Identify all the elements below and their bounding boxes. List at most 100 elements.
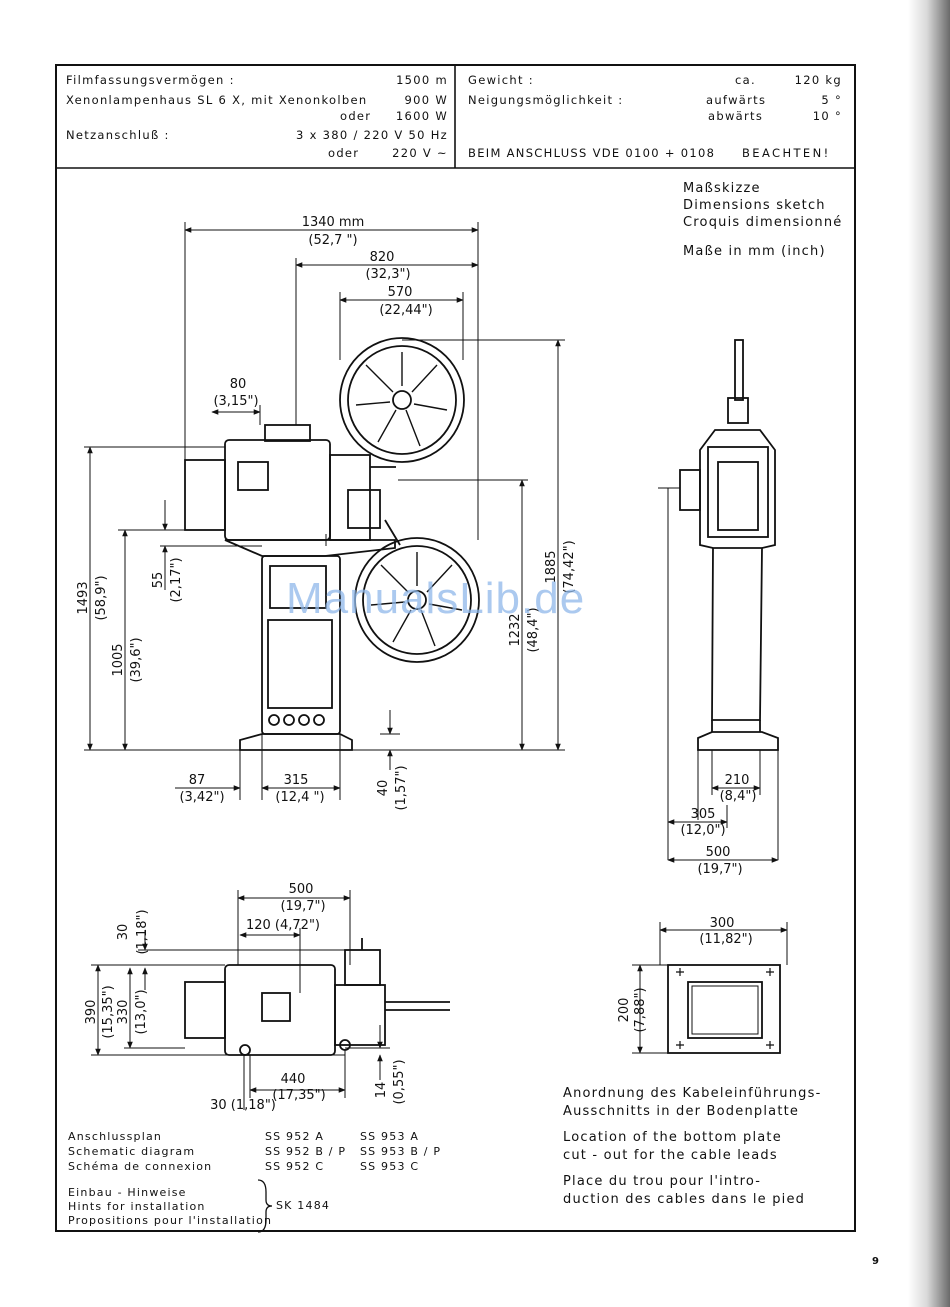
dim-500-side-inch: (19,7") xyxy=(697,862,742,877)
spec-tilt-label: Neigungsmöglichkeit : xyxy=(468,93,624,107)
dim-305: 305 xyxy=(691,807,716,822)
dim-1005: 1005 xyxy=(111,643,126,676)
dim-1885: 1885 xyxy=(544,550,559,583)
reel-spokes xyxy=(355,352,463,647)
dim-820-inch: (32,3") xyxy=(365,267,410,282)
dim-820: 820 xyxy=(370,250,395,265)
spec-vde-note: BEIM ANSCHLUSS VDE 0100 + 0108 xyxy=(468,146,716,160)
spec-capacity-label: Filmfassungsvermögen : xyxy=(66,73,235,87)
cable-note-en-1: Location of the bottom plate xyxy=(563,1130,782,1145)
page-edge-shadow xyxy=(908,0,950,1307)
install-label-fr: Propositions pour l'installation xyxy=(68,1214,273,1227)
sketch-title-fr: Croquis dimensionné xyxy=(683,215,843,230)
dimension-labels: 1340 mm (52,7 ") 820 (32,3") 570 (22,44"… xyxy=(179,215,756,1113)
dim-570-inch: (22,44") xyxy=(379,303,432,318)
spec-weight-ca: ca. xyxy=(735,73,756,87)
dim-1005-inch: (39,6") xyxy=(129,637,144,682)
schematic-label-fr: Schéma de connexion xyxy=(68,1160,213,1173)
dim-55-inch: (2,17") xyxy=(169,557,184,602)
dim-120: 120 (4,72") xyxy=(246,918,320,933)
dim-1493-inch: (58,9") xyxy=(94,575,109,620)
dim-500-side: 500 xyxy=(706,845,731,860)
dim-315: 315 xyxy=(284,773,309,788)
schematic-fr-a: SS 952 C xyxy=(265,1160,325,1173)
dim-1493: 1493 xyxy=(76,581,91,614)
spec-tilt-down-label: abwärts xyxy=(708,109,764,123)
units-note: Maße in mm (inch) xyxy=(683,244,826,259)
dim-14: 14 xyxy=(374,1082,389,1099)
vertical-dimension-labels: 1493 (58,9") 1005 (39,6") 55 (2,17") 123… xyxy=(76,540,648,1104)
dim-570: 570 xyxy=(388,285,413,300)
spec-power-label: Netzanschluß : xyxy=(66,128,170,142)
dim-500-top-inch: (19,7") xyxy=(280,899,325,914)
schematic-en-a: SS 952 B / P xyxy=(265,1145,347,1158)
top-view-dimensions xyxy=(91,890,390,1110)
dim-200: 200 xyxy=(617,998,632,1023)
dim-87-inch: (3,42") xyxy=(179,790,224,805)
schematic-label-de: Anschlussplan xyxy=(68,1130,163,1143)
page-frame xyxy=(55,64,856,1232)
install-brace xyxy=(257,1179,273,1233)
dim-390: 390 xyxy=(84,1000,99,1025)
spec-lamp-value: 900 W xyxy=(404,93,448,107)
top-view-projector xyxy=(184,938,450,1056)
front-view-dimensions xyxy=(84,222,565,800)
install-label-en: Hints for installation xyxy=(68,1200,206,1213)
cable-note-de-1: Anordnung des Kabeleinführungs- xyxy=(563,1086,822,1101)
dim-80: 80 xyxy=(230,377,247,392)
spec-tilt-down-value: 10 ° xyxy=(812,109,842,123)
dim-30b: 30 (1,18") xyxy=(210,1098,276,1113)
spec-lamp-value-alt: 1600 W xyxy=(395,109,448,123)
dim-1885-inch: (74,42") xyxy=(562,540,577,593)
front-view-projector xyxy=(184,337,480,751)
dim-40-inch: (1,57") xyxy=(394,765,409,810)
spec-weight-value: 120 kg xyxy=(794,73,842,87)
spec-lamp-oder: oder xyxy=(340,109,372,123)
cable-note-en-2: cut - out for the cable leads xyxy=(563,1148,778,1163)
schematic-de-a: SS 952 A xyxy=(265,1130,325,1143)
spec-power-value-alt: 220 V ~ xyxy=(392,146,448,160)
cable-note-fr-2: duction des cables dans le pied xyxy=(563,1192,806,1207)
schematic-de-b: SS 953 A xyxy=(360,1130,420,1143)
dim-55: 55 xyxy=(151,572,166,589)
dim-305-inch: (12,0") xyxy=(680,823,725,838)
dim-210: 210 xyxy=(725,773,750,788)
side-view-projector xyxy=(679,339,779,751)
dim-390-inch: (15,35") xyxy=(101,985,116,1038)
dim-30-inch: (1,18") xyxy=(135,909,150,954)
schematic-label-en: Schematic diagram xyxy=(68,1145,196,1158)
bottom-plate xyxy=(667,964,781,1054)
dim-440-inch: (17,35") xyxy=(272,1088,325,1103)
page-number: 9 xyxy=(872,1256,879,1267)
dim-300-inch: (11,82") xyxy=(699,932,752,947)
spec-power-oder: oder xyxy=(328,146,360,160)
spec-tilt-up-label: aufwärts xyxy=(706,93,767,107)
spec-vde-note-end: BEACHTEN! xyxy=(742,146,831,160)
dim-14-inch: (0,55") xyxy=(392,1059,407,1104)
spec-power-value: 3 x 380 / 220 V 50 Hz xyxy=(296,128,448,142)
dim-80-inch: (3,15") xyxy=(213,394,258,409)
dim-210-inch: (8,4") xyxy=(720,789,757,804)
dim-87: 87 xyxy=(189,773,206,788)
dim-315-inch: (12,4 ") xyxy=(275,790,324,805)
schematic-fr-b: SS 953 C xyxy=(360,1160,420,1173)
bottom-plate-dimensions xyxy=(632,922,788,1054)
spec-weight-label: Gewicht : xyxy=(468,73,534,87)
dim-440: 440 xyxy=(281,1072,306,1087)
sketch-title-de: Maßskizze xyxy=(683,181,761,196)
dim-1232-inch: (48,4") xyxy=(526,607,541,652)
dim-300: 300 xyxy=(710,916,735,931)
schematic-en-b: SS 953 B / P xyxy=(360,1145,442,1158)
install-label-de: Einbau - Hinweise xyxy=(68,1186,187,1199)
dim-1340: 1340 mm xyxy=(302,215,365,230)
spec-capacity-value: 1500 m xyxy=(396,73,448,87)
cable-note-de-2: Ausschnitts in der Bodenplatte xyxy=(563,1104,800,1119)
sketch-title-en: Dimensions sketch xyxy=(683,198,826,213)
spec-tilt-up-value: 5 ° xyxy=(821,93,842,107)
dim-500-top: 500 xyxy=(289,882,314,897)
spec-lamp-label: Xenonlampenhaus SL 6 X, mit Xenonkolben xyxy=(66,93,368,107)
dim-330: 330 xyxy=(116,1000,131,1025)
dim-1232: 1232 xyxy=(508,613,523,646)
dim-200-inch: (7,88") xyxy=(633,987,648,1032)
